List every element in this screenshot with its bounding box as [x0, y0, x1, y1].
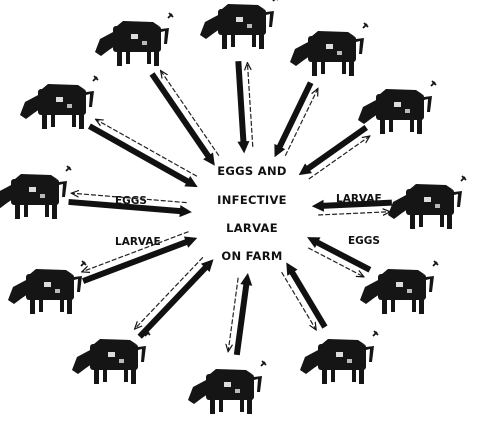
cow-icon	[290, 23, 368, 76]
cow-icon	[72, 331, 150, 384]
cow-icon	[300, 331, 378, 384]
cow-icon	[20, 76, 98, 129]
center-line-3: LARVAE	[226, 221, 278, 235]
eggs-arrow	[140, 266, 207, 336]
spokes	[0, 0, 466, 414]
eggs-arrow	[237, 283, 247, 355]
left-larvae-label: LARVAE	[115, 236, 161, 248]
eggs-arrow	[307, 127, 366, 169]
cow-icon	[358, 81, 436, 134]
larvae-arrow	[309, 136, 370, 179]
cow-icon	[360, 261, 438, 314]
larvae-arrow	[96, 119, 197, 176]
eggs-arrow	[279, 83, 311, 149]
eggs-arrowhead	[240, 273, 252, 286]
larvae-arrow	[318, 212, 390, 215]
center-label: EGGS AND INFECTIVE LARVAE ON FARM	[217, 164, 287, 263]
eggs-arrow	[322, 203, 392, 206]
larvae-arrow	[161, 71, 219, 156]
center-line-1: EGGS AND	[217, 164, 287, 178]
eggs-arrow	[238, 61, 243, 143]
eggs-arrowhead	[179, 205, 191, 217]
cow-icon	[200, 0, 278, 49]
center-line-4: ON FARM	[221, 249, 282, 263]
eggs-arrow	[152, 74, 209, 158]
cow-icon	[188, 361, 266, 414]
right-eggs-label: EGGS	[348, 235, 380, 247]
eggs-arrowhead	[237, 141, 249, 153]
eggs-arrowhead	[312, 200, 324, 212]
larvae-arrow	[135, 257, 203, 329]
cow-icon	[0, 166, 71, 219]
cow-icon	[8, 261, 86, 314]
larvae-arrow	[247, 63, 252, 147]
cow-icon	[388, 176, 466, 229]
eggs-arrow	[89, 126, 189, 182]
cow-icon	[95, 13, 173, 66]
center-line-2: INFECTIVE	[217, 193, 287, 207]
eggs-arrow	[291, 271, 325, 327]
